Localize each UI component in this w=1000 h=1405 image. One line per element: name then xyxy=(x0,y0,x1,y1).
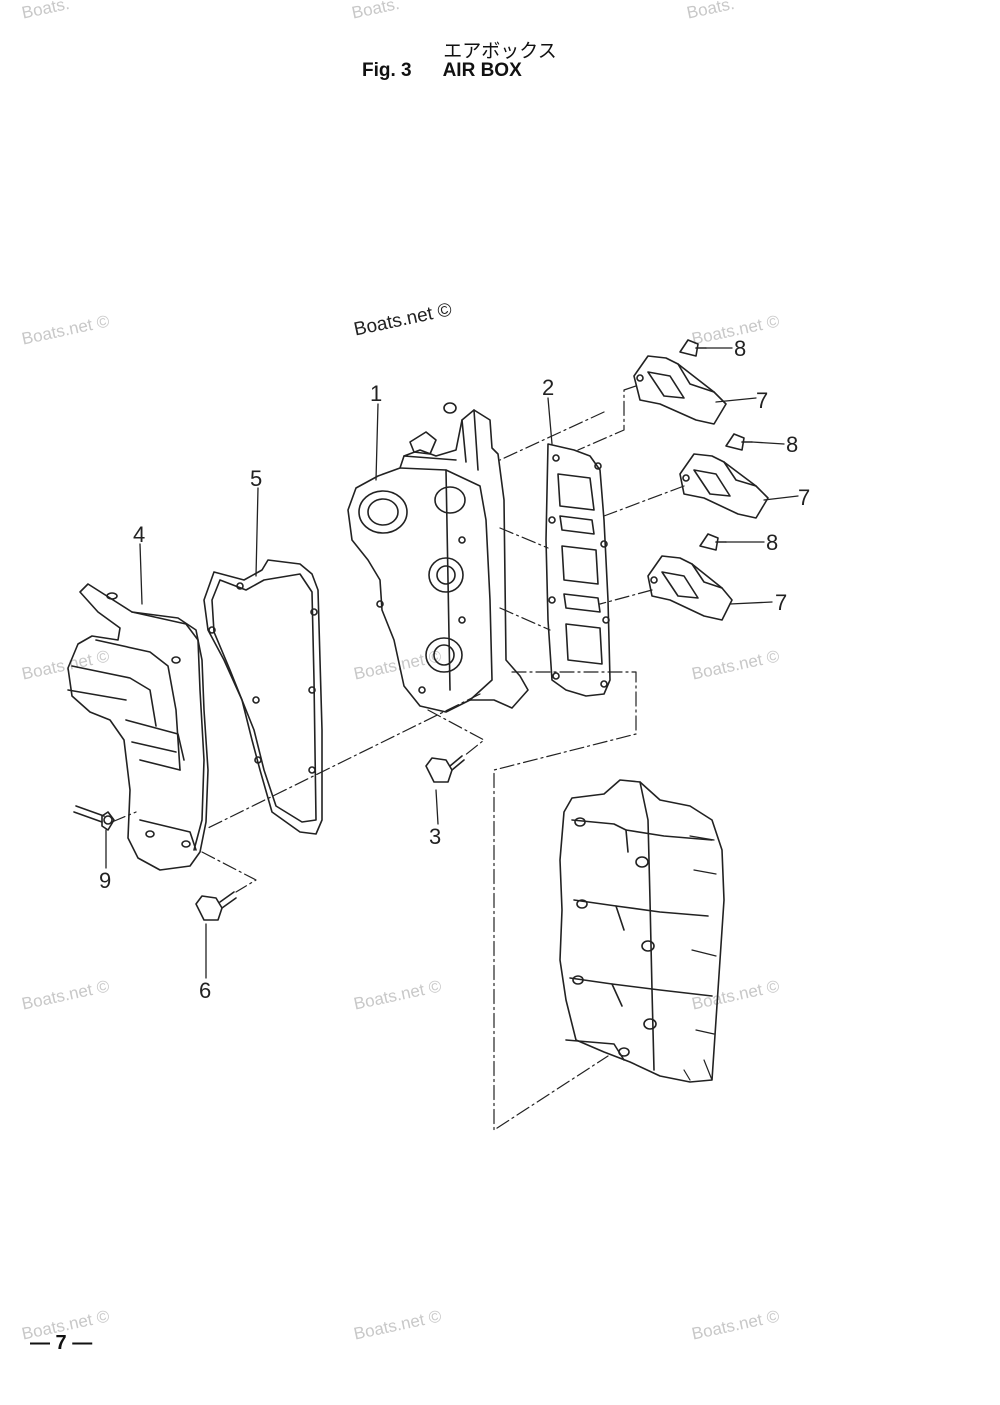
figure-number: Fig. 3 xyxy=(362,60,412,81)
figure-title-japanese: エアボックス xyxy=(443,40,557,62)
part-8-screw-top xyxy=(679,339,707,357)
part-4-air-box-cover xyxy=(67,583,209,871)
crankcase-block xyxy=(559,779,725,1083)
callout-7-top: 7 xyxy=(756,388,768,413)
callout-3: 3 xyxy=(429,824,441,849)
part-2-reed-gasket xyxy=(545,443,611,697)
callout-8-top: 8 xyxy=(734,336,746,361)
callout-9: 9 xyxy=(99,868,111,893)
callout-7-bottom: 7 xyxy=(775,590,787,615)
figure-title-english: AIR BOX xyxy=(442,60,522,81)
callout-1: 1 xyxy=(370,381,382,406)
part-8-screw-bottom xyxy=(699,533,727,551)
callout-labels: 1 2 3 4 5 6 7 7 7 8 8 8 9 xyxy=(99,336,810,1003)
part-1-air-box-body xyxy=(347,402,529,713)
assembly-lines xyxy=(111,385,685,1131)
part-7-reed-valve-middle xyxy=(679,453,769,519)
callout-7-middle: 7 xyxy=(798,485,810,510)
part-3-bolt xyxy=(425,755,465,783)
leader-lines xyxy=(105,347,799,979)
callout-8-middle: 8 xyxy=(786,432,798,457)
part-7-reed-valve-top xyxy=(633,355,727,425)
page-number: — 7 — xyxy=(30,1332,93,1354)
part-6-bolt xyxy=(195,891,237,921)
part-5-gasket xyxy=(203,559,323,835)
part-7-reed-valve-bottom xyxy=(647,555,733,621)
callout-4: 4 xyxy=(133,522,145,547)
part-9-screw xyxy=(73,805,115,831)
callout-5: 5 xyxy=(250,466,262,491)
callout-8-bottom: 8 xyxy=(766,530,778,555)
callout-6: 6 xyxy=(199,978,211,1003)
part-8-screw-middle xyxy=(725,433,753,451)
figure-title: Fig. 3 AIR BOX xyxy=(362,60,622,82)
callout-2: 2 xyxy=(542,375,554,400)
